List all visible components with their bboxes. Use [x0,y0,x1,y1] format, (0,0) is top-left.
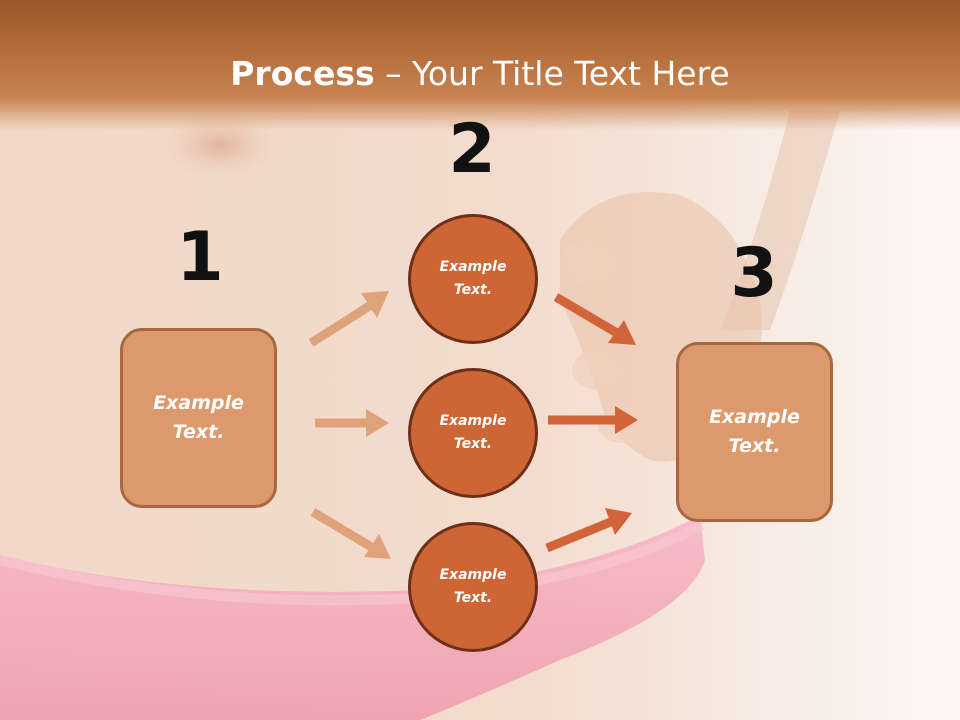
slide-title: Process – Your Title Text Here [0,50,960,98]
step-1-box-text: Example Text. [153,392,244,443]
arrow-box-to-top-circle [308,291,389,347]
step-number-1: 1 [176,218,224,297]
arrow-box-to-bottom-circle [310,508,391,559]
step-2-circle-bottom: Example Text. [408,522,538,652]
step-3-box: Example Text. [676,342,833,522]
circle-top-text: Example Text. [439,259,507,298]
arrow-box-to-middle-circle [315,409,389,437]
step-2-circle-middle: Example Text. [408,368,538,498]
step-number-3: 3 [730,234,778,313]
circle-middle-text: Example Text. [439,413,507,452]
arrow-top-circle-to-box [553,293,636,345]
title-bold: Process [230,54,375,93]
title-rest: – Your Title Text Here [374,54,730,93]
step-2-circle-top: Example Text. [408,214,538,344]
pink-garment [0,515,705,720]
step-number-2: 2 [448,110,496,189]
finger-tip [560,240,620,284]
step-3-box-text: Example Text. [709,406,800,457]
finger-tip [572,350,624,390]
title-bar [0,0,960,130]
step-1-box: Example Text. [120,328,277,508]
circle-bottom-text: Example Text. [439,567,507,606]
arrow-bottom-circle-to-box [545,508,632,553]
arrow-middle-circle-to-box [548,406,638,434]
